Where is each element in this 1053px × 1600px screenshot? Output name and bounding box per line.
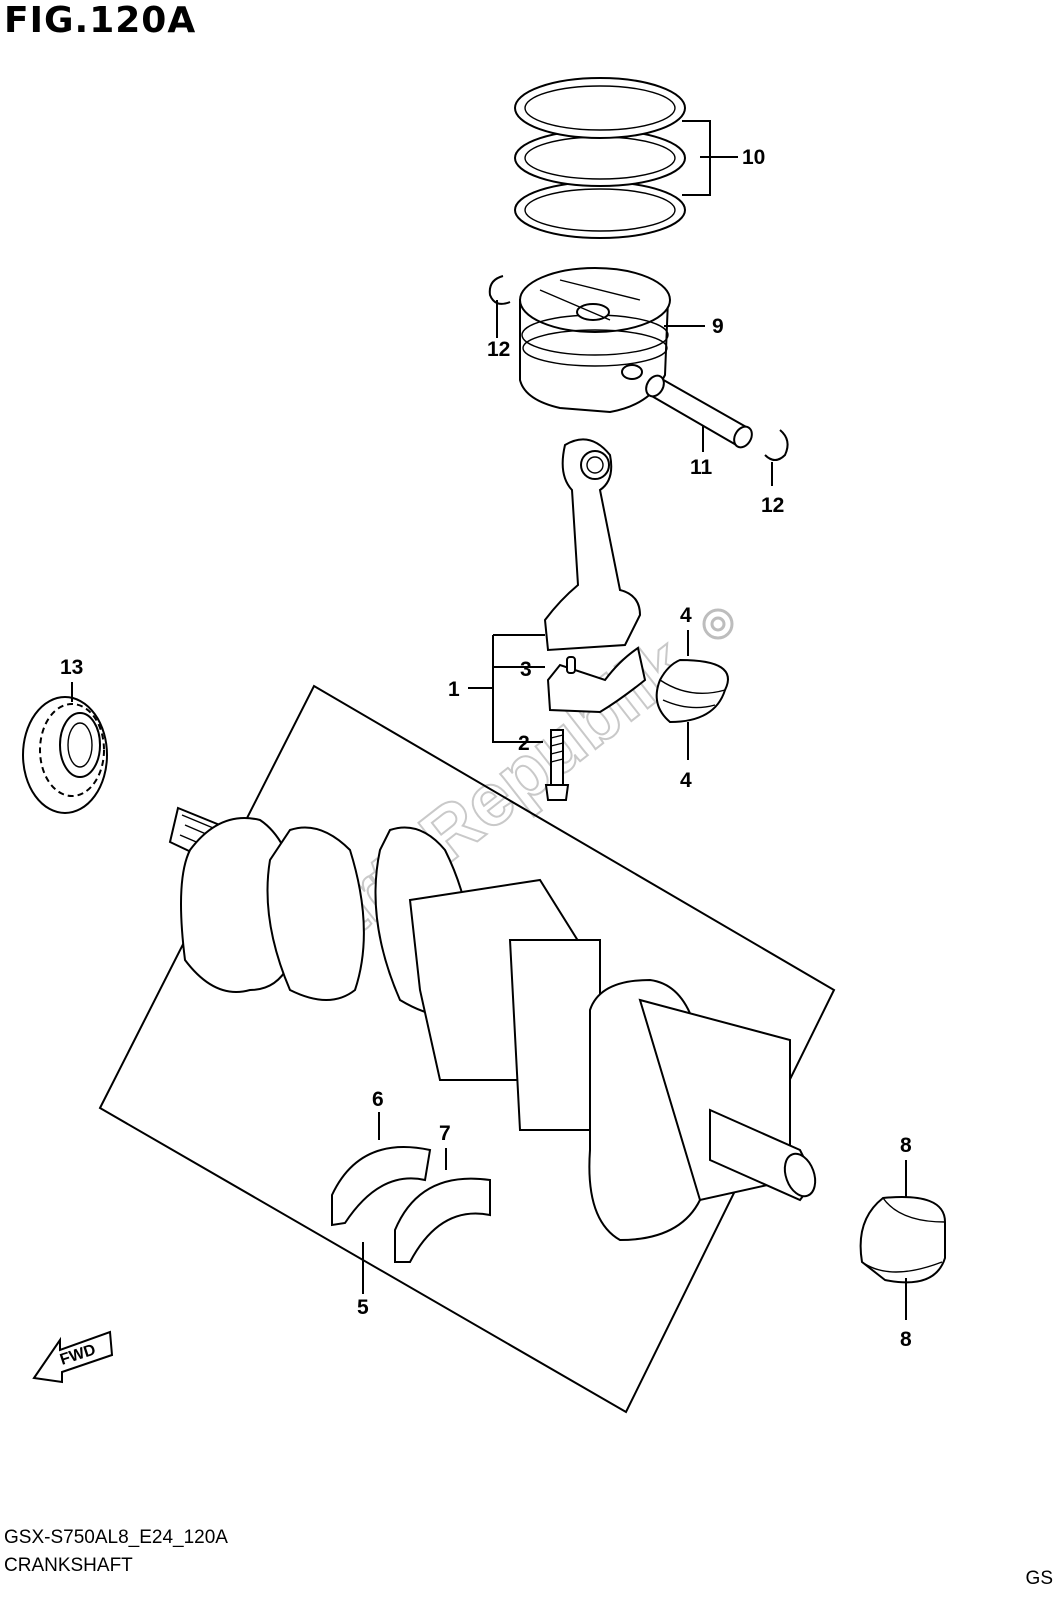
connecting-rod-cap[interactable] [546,646,647,714]
rod-dowel-pin[interactable] [566,656,576,674]
callout-11: 11 [690,456,713,479]
piston-pin-circlip-right[interactable] [764,429,789,461]
callout-2: 2 [518,732,530,755]
callout-8-top: 8 [900,1134,912,1157]
connecting-rod[interactable] [543,438,642,652]
gear-watermark-icon [702,608,734,640]
callout-12-right: 12 [761,494,784,517]
rod-bearing[interactable] [655,658,729,724]
cam-drive-sprocket[interactable] [22,696,108,814]
callouts: 10 9 12 11 12 4 3 1 2 4 13 6 7 5 8 8 [60,146,912,1351]
callout-9: 9 [712,315,724,338]
crankshaft[interactable] [168,806,821,1242]
section-name: CRANKSHAFT [4,1555,133,1576]
lower-main-bearing[interactable] [394,1177,491,1263]
piston-pin-circlip-left[interactable] [488,275,511,305]
rod-bolt[interactable] [544,729,570,801]
piston[interactable] [519,267,671,414]
callout-1: 1 [448,678,460,701]
callout-7: 7 [439,1122,451,1145]
piston-rings[interactable] [514,77,686,239]
callout-4-bottom: 4 [680,769,692,792]
callout-5: 5 [357,1296,369,1319]
piston-pin[interactable] [643,372,756,450]
callout-4-top: 4 [680,604,692,627]
upper-main-bearing[interactable] [331,1146,432,1227]
leader-lines [71,120,907,1320]
corner-mark: GS [1025,1568,1053,1589]
diagram-code: GSX-S750AL8_E24_120A [4,1527,228,1548]
callout-3: 3 [520,658,532,681]
balancer-shaft-bearing[interactable] [859,1196,946,1284]
callout-12-left: 12 [487,338,510,361]
callout-13: 13 [60,656,83,679]
figure-title: FIG.120A [4,0,197,41]
callout-8-bottom: 8 [900,1328,912,1351]
callout-6: 6 [372,1088,384,1111]
callout-10: 10 [742,146,765,169]
fwd-arrow-icon: FWD [32,1330,114,1384]
